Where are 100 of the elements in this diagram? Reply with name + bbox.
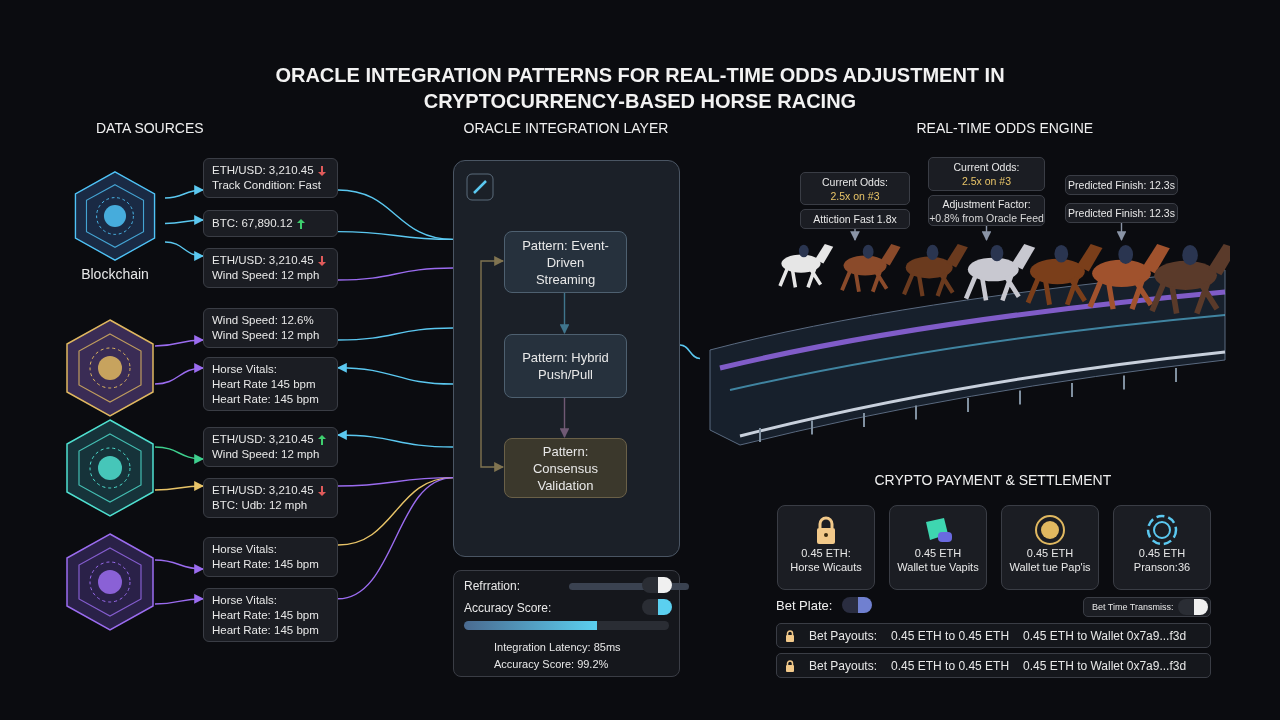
connector-line (337, 327, 454, 341)
payout-row (776, 653, 1211, 678)
card-text: Wind Speed: 12 mph (212, 447, 321, 462)
odds-text: Attiction Fast 1.8x (813, 212, 897, 226)
arrow (981, 225, 992, 241)
odds-card (800, 172, 910, 205)
diagram-title: ORACLE INTEGRATION PATTERNS FOR REAL-TIME ODDS ADJUSTMENT IN CRYPTOCURRENCY-BASED HORSE RACING (274, 63, 1006, 114)
card-text: Horse Vitals: (212, 592, 278, 608)
hexagon-icon (65, 318, 155, 418)
card-text: Wind Speed: 12.6% (212, 313, 315, 328)
odds-text: Predicted Finish: 12.3s (1068, 206, 1175, 220)
arrow (154, 559, 204, 574)
payment-text: 0.45 ETH (1138, 546, 1186, 560)
card-text: Horse Vitals: (212, 542, 278, 557)
card-text: Heart Rate: 145 bpm (212, 391, 320, 407)
racetrack-drawing (709, 244, 1230, 446)
arrow (164, 215, 204, 226)
metric-text: Accuracy Score: 99.2% (494, 658, 609, 670)
arrow (154, 335, 204, 347)
payment-text: 0.45 ETH (1026, 546, 1074, 560)
payment-text: 0.45 ETH: (801, 546, 851, 560)
arrow (850, 228, 860, 241)
arrow (154, 363, 204, 385)
pattern-box (504, 334, 627, 398)
arrow (559, 291, 570, 334)
arrow (154, 481, 204, 492)
card-text: Heart Rate: 145 bpm (212, 557, 320, 572)
card-text: ETH/USD: 3,210.45 (212, 483, 314, 498)
payout-text: 0.45 ETH to 0.45 ETH (891, 658, 1010, 673)
arrow (559, 396, 570, 438)
arrow (1116, 222, 1127, 241)
payment-card (1113, 505, 1211, 590)
card-text: Track Condition: Fast (212, 178, 322, 193)
card-text: Heart Rate: 145 bpm (212, 607, 320, 623)
pattern-label: Pattern: Event-Driven Streaming (521, 236, 610, 288)
toggle-label: Bet Time Transmiss: (1092, 602, 1174, 612)
payment-card (777, 505, 875, 590)
payment-card (889, 505, 987, 590)
data-card (203, 537, 338, 577)
hexagon-icon (65, 532, 155, 632)
payment-text: Pranson:36 (1133, 560, 1191, 574)
payout-text: 0.45 ETH to Wallet 0x7a9...f3d (1023, 628, 1187, 643)
metric-text: Refrration: (464, 579, 521, 593)
arrow (154, 594, 204, 605)
pattern-box (504, 231, 627, 293)
card-text: Wind Speed: 12 mph (212, 268, 321, 283)
card-text: Horse Vitals: (212, 361, 278, 377)
connector-line (337, 267, 454, 281)
arrow (337, 363, 454, 385)
card-text: Heart Rate: 145 bpm (212, 622, 320, 638)
odds-card (928, 195, 1045, 226)
odds-text: 2.5x on #3 (830, 188, 880, 203)
section-heading: DATA SOURCES (96, 120, 204, 136)
connector-line (337, 476, 454, 600)
odds-text: +0.8% from Oracle Feed (929, 210, 1044, 225)
payment-text: Wallet tue Vapits (897, 560, 979, 574)
data-card (203, 478, 338, 518)
odds-text: Current Odds: (953, 160, 1020, 174)
odds-text: Adjustment Factor: (942, 196, 1031, 211)
payment-text: Wallet tue Pap'is (1009, 560, 1091, 574)
pattern-label: Pattern: Consensus Validation (531, 442, 599, 494)
data-card (203, 158, 338, 198)
card-text: BTC: Udb: 12 mph (212, 498, 309, 513)
payout-row (776, 623, 1211, 648)
odds-card (928, 157, 1045, 191)
odds-text: Current Odds: (822, 174, 888, 189)
arrow (164, 241, 204, 261)
toggle-label: Bet Plate: (776, 598, 833, 613)
data-card (203, 357, 338, 411)
payout-text: 0.45 ETH to 0.45 ETH (891, 628, 1010, 643)
metric-text: Accuracy Score: (464, 601, 552, 615)
data-card (203, 308, 338, 348)
data-card (203, 588, 338, 642)
payment-text: Horse Wicauts (790, 560, 862, 574)
data-card (203, 210, 338, 237)
card-text: Wind Speed: 12 mph (212, 328, 321, 343)
pattern-label: Pattern: Hybrid Push/Pull (521, 349, 610, 383)
connector-line (337, 230, 454, 241)
payout-text: Bet Payouts: (809, 658, 878, 673)
pattern-box (504, 438, 627, 498)
data-card (203, 427, 338, 467)
arrow (337, 430, 454, 448)
toggle-panel (1083, 597, 1211, 617)
connector-line (679, 344, 701, 360)
hexagon-icon (65, 418, 155, 518)
payout-text: Bet Payouts: (809, 628, 878, 643)
section-heading: REAL-TIME ODDS ENGINE (916, 120, 1094, 136)
card-text: ETH/USD: 3,210.45 (212, 253, 314, 268)
payment-text: 0.45 ETH (914, 546, 962, 560)
odds-card (800, 209, 910, 229)
section-heading: ORACLE INTEGRATION LAYER (463, 120, 669, 136)
card-text: Heart Rate 145 bpm (212, 376, 317, 392)
arrow (164, 185, 204, 199)
card-text: ETH/USD: 3,210.45 (212, 163, 314, 178)
payout-text: 0.45 ETH to Wallet 0x7a9...f3d (1023, 658, 1187, 673)
odds-text: Predicted Finish: 12.3s (1068, 178, 1175, 192)
card-text: BTC: 67,890.12 (212, 216, 293, 231)
arrow (154, 446, 204, 464)
source-label: Blockchain (81, 266, 149, 282)
section-heading: CRYPTO PAYMENT & SETTLEMENT (874, 472, 1112, 488)
